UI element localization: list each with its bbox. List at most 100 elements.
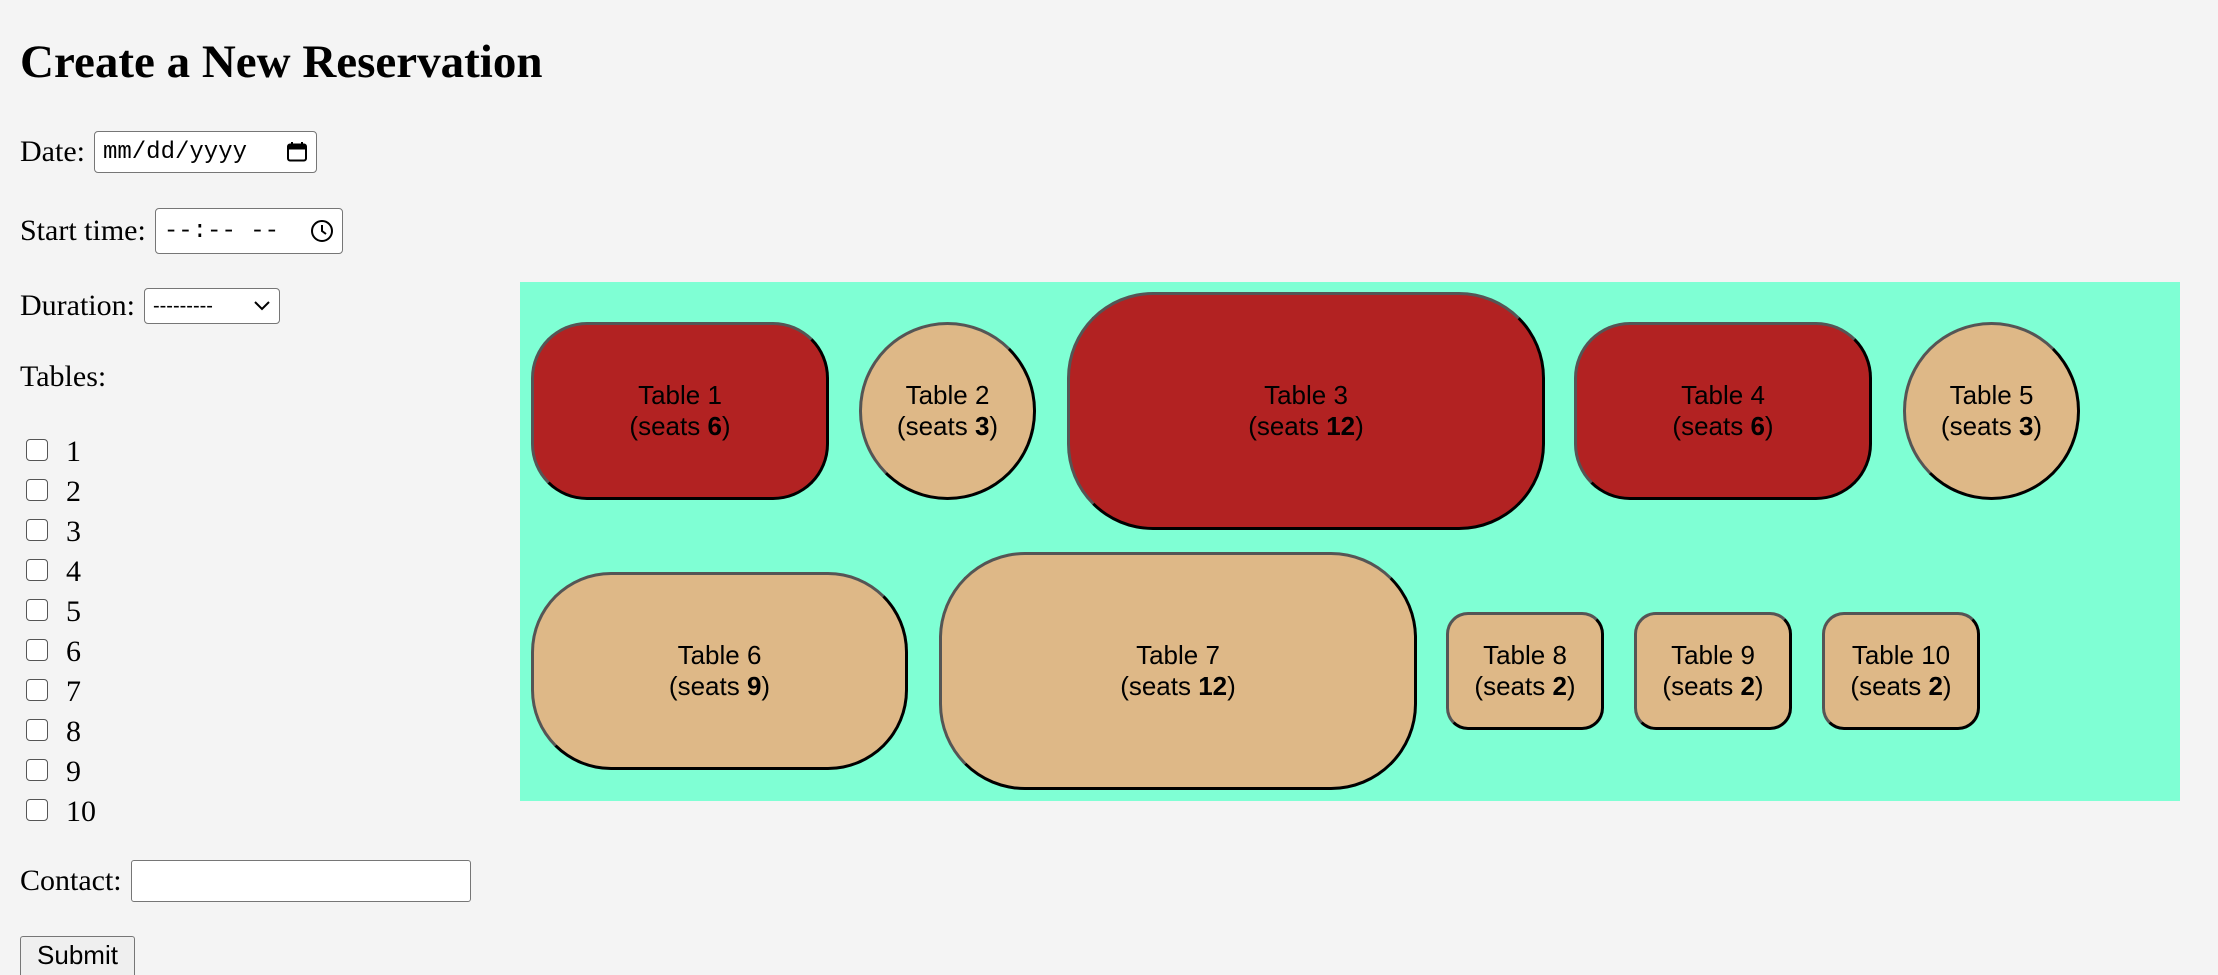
seats-suffix: ): [989, 411, 999, 441]
seats-suffix: ): [1355, 411, 1364, 441]
table-checkbox-item[interactable]: 1: [26, 432, 96, 472]
seats-suffix: ): [1566, 671, 1576, 701]
floor-table-1[interactable]: Table 1(seats 6): [531, 322, 829, 500]
contact-label: Contact:: [20, 864, 122, 897]
table-checkbox-item[interactable]: 7: [26, 672, 96, 712]
clock-icon[interactable]: [310, 219, 334, 243]
table-checkbox[interactable]: [26, 599, 48, 621]
seats-suffix: ): [1754, 671, 1764, 701]
seats-suffix: ): [721, 411, 731, 441]
start-time-label: Start time:: [20, 214, 146, 247]
floor-table-10[interactable]: Table 10(seats 2): [1822, 612, 1980, 730]
table-seats: (seats 3): [1941, 411, 2042, 442]
floor-table-7[interactable]: Table 7(seats 12): [939, 552, 1417, 790]
table-seats: (seats 6): [1672, 411, 1773, 442]
submit-button[interactable]: Submit: [20, 936, 135, 975]
table-checkbox-label: 7: [66, 675, 81, 708]
table-name: Table 1: [638, 380, 722, 410]
chevron-down-icon: [253, 300, 271, 312]
seats-count: 2: [1740, 671, 1755, 701]
table-checkbox-item[interactable]: 10: [26, 792, 96, 832]
table-name: Table 2: [905, 380, 990, 410]
seats-prefix: (seats: [1940, 411, 2019, 441]
table-checkbox[interactable]: [26, 639, 48, 661]
seats-suffix: ): [1942, 671, 1952, 701]
table-checkbox[interactable]: [26, 719, 48, 741]
table-name: Table 10: [1851, 640, 1951, 670]
seats-count: 2: [1928, 671, 1943, 701]
seats-suffix: ): [761, 671, 771, 701]
table-name: Table 8: [1483, 640, 1567, 670]
seats-prefix: (seats: [1474, 671, 1553, 701]
table-seats: (seats 12): [1120, 671, 1236, 702]
table-checkbox-item[interactable]: 9: [26, 752, 96, 792]
page-title: Create a New Reservation: [20, 36, 543, 88]
table-checkbox-item[interactable]: 5: [26, 592, 96, 632]
floor-table-6[interactable]: Table 6(seats 9): [531, 572, 908, 770]
seats-count: 12: [1326, 411, 1356, 441]
seats-count: 3: [974, 411, 990, 441]
date-label: Date:: [20, 135, 85, 168]
floor-table-9[interactable]: Table 9(seats 2): [1634, 612, 1792, 730]
table-checkbox-label: 9: [66, 755, 81, 788]
table-name: Table 6: [677, 640, 762, 670]
table-checkbox[interactable]: [26, 679, 48, 701]
duration-row: Duration: ---------: [20, 288, 280, 324]
calendar-icon[interactable]: [286, 141, 308, 163]
table-name: Table 5: [1949, 380, 2034, 410]
duration-label: Duration:: [20, 289, 135, 322]
table-checkbox[interactable]: [26, 799, 48, 821]
seats-suffix: ): [1227, 671, 1236, 701]
date-placeholder: mm/dd/yyyy: [102, 138, 247, 166]
floor-table-4[interactable]: Table 4(seats 6): [1574, 322, 1872, 500]
table-checkbox[interactable]: [26, 759, 48, 781]
table-checkbox-item[interactable]: 8: [26, 712, 96, 752]
table-checkbox-label: 10: [66, 795, 96, 828]
floor-table-5[interactable]: Table 5(seats 3): [1903, 322, 2080, 500]
seats-count: 9: [746, 671, 762, 701]
table-checkbox[interactable]: [26, 519, 48, 541]
contact-row: Contact:: [20, 860, 471, 902]
table-seats: (seats 2): [1662, 671, 1763, 702]
floor-table-2[interactable]: Table 2(seats 3): [859, 322, 1036, 500]
table-checkbox-label: 8: [66, 715, 81, 748]
date-input[interactable]: mm/dd/yyyy: [93, 131, 317, 173]
floor-table-3[interactable]: Table 3(seats 12): [1067, 292, 1545, 530]
start-time-row: Start time: --:-- --: [20, 208, 343, 254]
seats-prefix: (seats: [1672, 411, 1751, 441]
table-seats: (seats 3): [897, 411, 998, 442]
table-checkbox-item[interactable]: 6: [26, 632, 96, 672]
table-name: Table 9: [1671, 640, 1755, 670]
seats-count: 6: [707, 411, 722, 441]
seats-prefix: (seats: [1120, 671, 1199, 701]
tables-label: Tables:: [20, 360, 107, 393]
table-checkbox-item[interactable]: 4: [26, 552, 96, 592]
table-checkbox-label: 4: [66, 555, 81, 588]
seats-count: 12: [1198, 671, 1228, 701]
table-checkbox-item[interactable]: 3: [26, 512, 96, 552]
start-time-input[interactable]: --:-- --: [154, 208, 343, 254]
table-seats: (seats 2): [1850, 671, 1951, 702]
table-seats: (seats 6): [629, 411, 730, 442]
seats-prefix: (seats: [1248, 411, 1327, 441]
seats-suffix: ): [1764, 411, 1774, 441]
table-name: Table 4: [1681, 380, 1765, 410]
seats-prefix: (seats: [629, 411, 708, 441]
duration-selected-value: ---------: [152, 294, 213, 317]
seats-count: 6: [1750, 411, 1765, 441]
table-checkbox[interactable]: [26, 559, 48, 581]
seats-count: 3: [2018, 411, 2034, 441]
floor-table-8[interactable]: Table 8(seats 2): [1446, 612, 1604, 730]
contact-input[interactable]: [130, 860, 471, 902]
table-seats: (seats 2): [1474, 671, 1575, 702]
table-checkbox-item[interactable]: 2: [26, 472, 96, 512]
table-checkbox[interactable]: [26, 479, 48, 501]
date-row: Date: mm/dd/yyyy: [20, 131, 317, 173]
table-name: Table 3: [1264, 380, 1348, 410]
table-checkbox-label: 1: [66, 435, 81, 468]
table-checkbox[interactable]: [26, 439, 48, 461]
duration-select[interactable]: ---------: [143, 288, 280, 324]
seats-prefix: (seats: [1662, 671, 1741, 701]
